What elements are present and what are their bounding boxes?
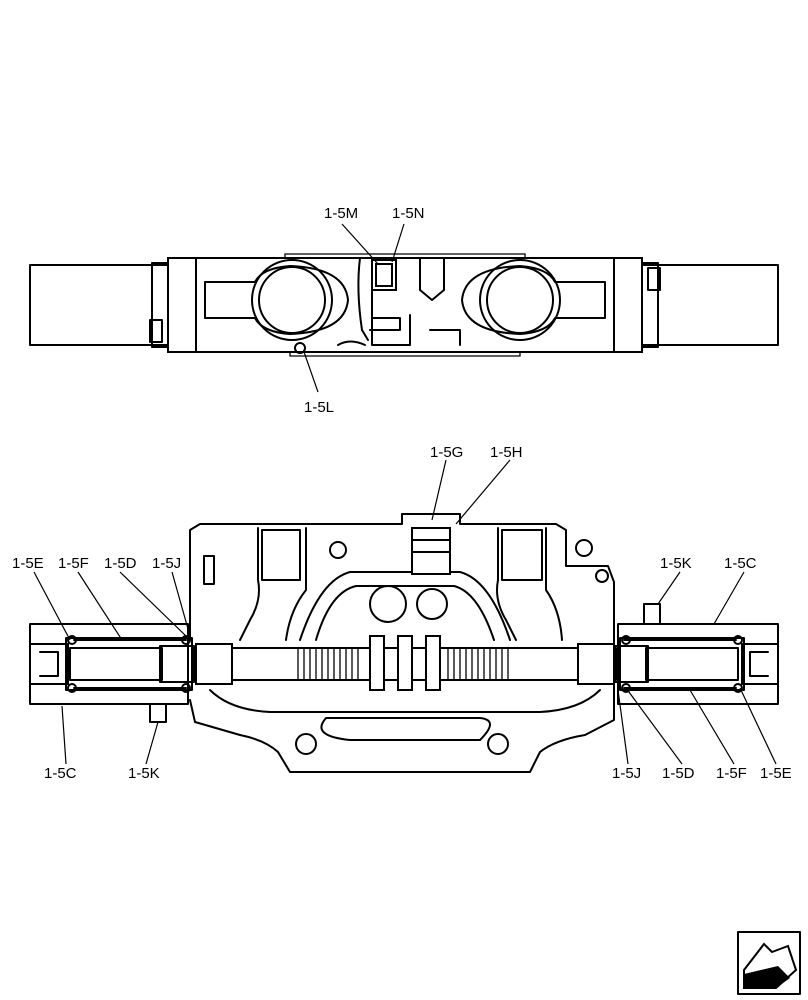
- label-1-5f-left: 1-5F: [58, 555, 89, 572]
- label-1-5j-right: 1-5J: [612, 765, 641, 782]
- label-1-5n: 1-5N: [392, 205, 425, 222]
- label-1-5j-left: 1-5J: [152, 555, 181, 572]
- label-1-5c-left: 1-5C: [44, 765, 77, 782]
- label-1-5f-right: 1-5F: [716, 765, 747, 782]
- label-1-5g: 1-5G: [430, 444, 463, 461]
- top-view-valve: [29, 253, 779, 357]
- spool-notches: [297, 635, 509, 691]
- label-1-5l: 1-5L: [304, 399, 334, 416]
- label-1-5m: 1-5M: [324, 205, 358, 222]
- part-labels: 1-5M 1-5N 1-5L 1-5G 1-5H 1-5E 1-5F 1-5D …: [12, 205, 792, 782]
- next-page-arrow-icon[interactable]: [737, 931, 801, 995]
- label-1-5k-left: 1-5K: [128, 765, 160, 782]
- label-1-5d-right: 1-5D: [662, 765, 695, 782]
- label-1-5h: 1-5H: [490, 444, 523, 461]
- label-1-5d-left: 1-5D: [104, 555, 137, 572]
- label-1-5c-right: 1-5C: [724, 555, 757, 572]
- label-1-5e-left: 1-5E: [12, 555, 44, 572]
- label-1-5k-right: 1-5K: [660, 555, 692, 572]
- leader-lines: [33, 223, 777, 765]
- label-1-5e-right: 1-5E: [760, 765, 792, 782]
- section-view-valve: [29, 513, 779, 773]
